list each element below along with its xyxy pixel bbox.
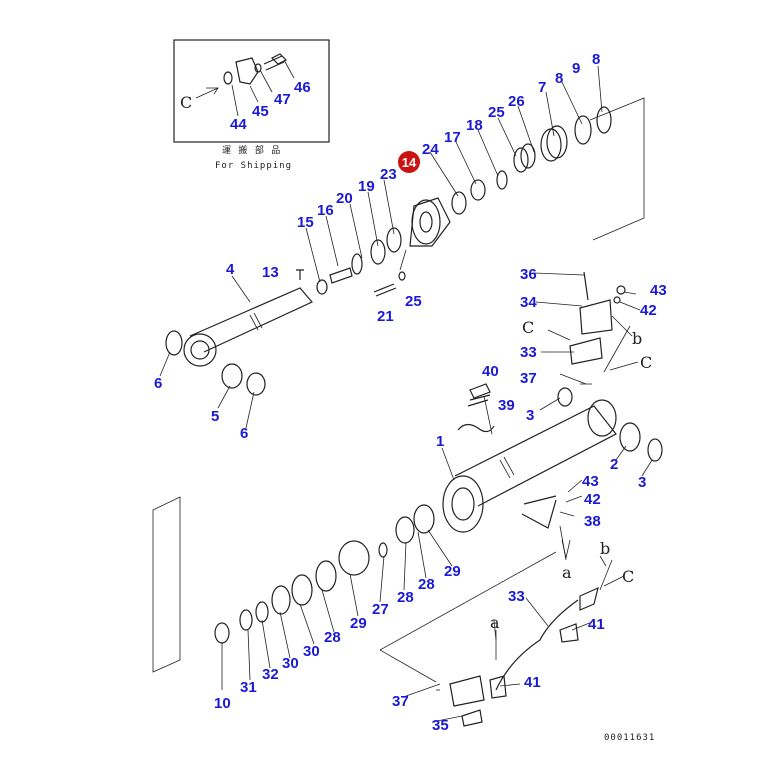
part-label[interactable]: 4 [226,261,235,278]
part-label[interactable]: 21 [377,308,394,325]
part-label[interactable]: 38 [584,513,601,530]
part-label[interactable]: 39 [498,397,515,414]
part-label[interactable]: 16 [317,202,334,219]
view-letter-c-1: C [522,318,534,337]
part-label[interactable]: 25 [488,104,505,121]
bracket-group [436,271,639,691]
part-label[interactable]: 27 [372,601,389,618]
piston-group [152,496,435,673]
part-label[interactable]: 9 [572,60,580,77]
part-label[interactable]: 33 [520,344,537,361]
part-label[interactable]: 37 [520,370,537,387]
part-label[interactable]: 43 [582,473,599,490]
part-label[interactable]: 31 [240,679,257,696]
part-label[interactable]: 42 [584,491,601,508]
view-letter-c-2: C [640,353,652,372]
part-label[interactable]: 34 [520,294,537,311]
part-label[interactable]: 41 [588,616,605,633]
part-label[interactable]: 23 [380,166,397,183]
view-arrows [493,315,633,641]
drawing-number: 00011631 [604,733,655,743]
part-label[interactable]: 13 [262,264,279,281]
part-label[interactable]: 43 [650,282,667,299]
part-label[interactable]: 8 [555,70,563,87]
piston-rod [165,287,313,396]
part-label[interactable]: 2 [610,456,618,473]
part-label[interactable]: 45 [252,103,269,120]
part-label[interactable]: 28 [324,629,341,646]
part-label[interactable]: 10 [214,695,231,712]
part-label[interactable]: 3 [638,474,646,491]
part-label[interactable]: 29 [350,615,367,632]
part-label[interactable]: 25 [405,293,422,310]
part-label[interactable]: 32 [262,666,279,683]
part-label[interactable]: 20 [336,190,353,207]
part-label[interactable]: 18 [466,117,483,134]
part-label[interactable]: 41 [524,674,541,691]
shipping-title-jp: 運 搬 部 品 [222,144,281,156]
part-label[interactable]: 28 [418,576,435,593]
part-label[interactable]: 3 [526,407,534,424]
part-label[interactable]: 8 [592,51,600,68]
part-label[interactable]: 44 [230,116,247,133]
part-labels: 8 9 8 7 26 25 18 17 24 23 19 20 16 15 4 … [154,51,667,734]
part-label[interactable]: 24 [422,141,439,158]
part-label[interactable]: 47 [274,91,291,108]
view-letter-c-inset: C [180,93,192,112]
piping [379,383,599,727]
view-letter-a-1: a [562,563,572,582]
shipping-inset: C 運 搬 部 品 For Shipping [173,39,330,171]
part-label[interactable]: 5 [211,408,219,425]
part-label[interactable]: 15 [297,214,314,231]
part-label[interactable]: 28 [397,589,414,606]
part-label[interactable]: 1 [436,433,444,450]
part-label[interactable]: 30 [303,643,320,660]
part-label[interactable]: 42 [640,302,657,319]
leader-lines [159,65,653,723]
cylinder-body [442,387,663,533]
part-label[interactable]: 26 [508,93,525,110]
view-letter-b-1: b [632,329,642,348]
badge-label: 14 [402,155,417,170]
part-label[interactable]: 7 [538,79,546,96]
part-label[interactable]: 37 [392,693,409,710]
view-letter-c-3: C [622,567,634,586]
view-letter-b-2: b [600,539,610,558]
part-label[interactable]: 46 [294,79,311,96]
highlight-badge-14[interactable]: 14 [398,151,420,173]
part-label[interactable]: 36 [520,266,537,283]
part-label[interactable]: 30 [282,655,299,672]
view-letter-a-2: a [490,613,500,632]
part-label[interactable]: 33 [508,588,525,605]
part-label[interactable]: 35 [432,717,449,734]
upper-parts [296,106,612,297]
part-label[interactable]: 17 [444,129,461,146]
part-label[interactable]: 6 [154,375,162,392]
part-label[interactable]: 19 [358,178,375,195]
part-label[interactable]: 40 [482,363,499,380]
part-label[interactable]: 6 [240,425,248,442]
part-label[interactable]: 29 [444,563,461,580]
shipping-title-en: For Shipping [215,161,292,171]
